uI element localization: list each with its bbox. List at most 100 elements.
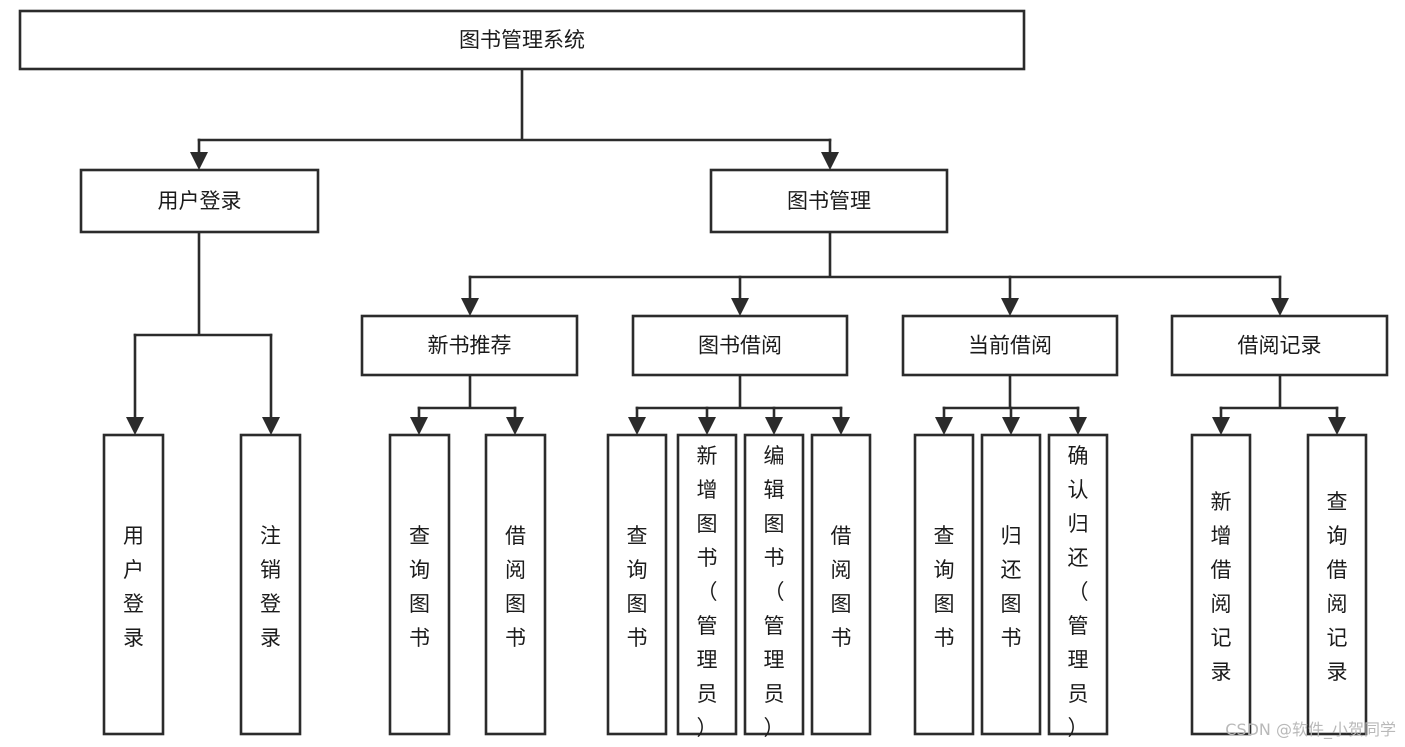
node-leaf-query-book-cur[interactable]: 查询图书 <box>913 433 975 736</box>
edge-root-bus <box>197 67 832 142</box>
edge-to-user-login <box>190 138 208 170</box>
node-box[interactable] <box>239 433 302 736</box>
node-label: 用户登录 <box>123 524 144 650</box>
node-label: 新增图书（管理员） <box>697 444 718 740</box>
node-label: 查询图书 <box>627 524 648 650</box>
node-box[interactable] <box>606 433 668 736</box>
node-label: 图书管理 <box>787 189 871 213</box>
node-label: 图书管理系统 <box>459 28 585 52</box>
node-user-login[interactable]: 用户登录 <box>79 168 320 234</box>
node-box[interactable] <box>484 433 547 736</box>
node-box[interactable] <box>18 9 1026 71</box>
node-root[interactable]: 图书管理系统 <box>18 9 1026 71</box>
arrowhead-icon <box>821 152 839 170</box>
edge-record-bus <box>1219 373 1339 410</box>
arrowhead-icon <box>1069 417 1087 435</box>
node-box[interactable] <box>743 433 805 736</box>
edge-borrow-bus <box>635 373 843 410</box>
arrowhead-icon <box>190 152 208 170</box>
node-leaf-query-book-rec[interactable]: 查询图书 <box>388 433 451 736</box>
node-box[interactable] <box>810 433 872 736</box>
node-borrow-record[interactable]: 借阅记录 <box>1170 314 1389 377</box>
node-book-borrow[interactable]: 图书借阅 <box>631 314 849 377</box>
node-box[interactable] <box>631 314 849 377</box>
node-label: 新书推荐 <box>428 334 512 358</box>
arrowhead-icon <box>698 417 716 435</box>
arrowhead-icon <box>1212 417 1230 435</box>
connector-line <box>417 373 517 410</box>
arrowhead-icon <box>628 417 646 435</box>
node-box[interactable] <box>79 168 320 234</box>
node-box[interactable] <box>102 433 165 736</box>
edge-borrow-2 <box>698 406 716 435</box>
node-leaf-borrow-book[interactable]: 借阅图书 <box>810 433 872 736</box>
node-box[interactable] <box>1190 433 1252 736</box>
connector-line <box>635 373 843 410</box>
connector-layer <box>126 67 1346 435</box>
node-leaf-user-login[interactable]: 用户登录 <box>102 433 165 736</box>
node-label: 当前借阅 <box>968 334 1052 358</box>
arrowhead-icon <box>731 298 749 316</box>
node-label: 图书借阅 <box>698 334 782 358</box>
node-label: 归还图书 <box>1001 524 1022 650</box>
node-box[interactable] <box>980 433 1042 736</box>
node-box[interactable] <box>901 314 1119 377</box>
arrowhead-icon <box>765 417 783 435</box>
node-box[interactable] <box>388 433 451 736</box>
arrowhead-icon <box>126 417 144 435</box>
connector-line <box>197 67 832 142</box>
node-leaf-query-book[interactable]: 查询图书 <box>606 433 668 736</box>
edge-rec-1 <box>410 406 428 435</box>
node-leaf-borrow-book-rec[interactable]: 借阅图书 <box>484 433 547 736</box>
node-label: 查询图书 <box>409 524 430 650</box>
node-box[interactable] <box>676 433 738 736</box>
arrowhead-icon <box>461 298 479 316</box>
node-leaf-edit-book[interactable]: 编辑图书（管理员） <box>743 433 805 740</box>
edge-to-borrow-record <box>1271 275 1289 316</box>
edge-record-1 <box>1212 406 1230 435</box>
connector-line <box>468 230 1282 279</box>
edge-to-leaf-logout <box>262 333 280 435</box>
edge-borrow-3 <box>765 406 783 435</box>
node-box[interactable] <box>913 433 975 736</box>
node-label: 查询借阅记录 <box>1327 490 1348 684</box>
node-leaf-confirm-return[interactable]: 确认归还（管理员） <box>1047 433 1109 740</box>
node-box[interactable] <box>1047 433 1109 736</box>
arrowhead-icon <box>832 417 850 435</box>
edge-rec-2 <box>506 406 524 435</box>
watermark-label: CSDN @软件_小贺同学 <box>1225 720 1396 740</box>
node-label: 用户登录 <box>158 189 242 213</box>
arrowhead-icon <box>506 417 524 435</box>
node-leaf-query-record[interactable]: 查询借阅记录 <box>1306 433 1368 736</box>
arrowhead-icon <box>410 417 428 435</box>
connector-line <box>942 373 1080 410</box>
node-label: 借阅图书 <box>505 524 526 650</box>
edge-book-mgmt-bus <box>468 230 1282 279</box>
node-new-book-recommend[interactable]: 新书推荐 <box>360 314 579 377</box>
node-label: 新增借阅记录 <box>1211 490 1232 684</box>
node-book-management[interactable]: 图书管理 <box>709 168 949 234</box>
node-label: 借阅记录 <box>1238 334 1322 358</box>
node-box[interactable] <box>1306 433 1368 736</box>
edge-borrow-4 <box>832 406 850 435</box>
node-leaf-logout[interactable]: 注销登录 <box>239 433 302 736</box>
edge-current-1 <box>935 406 953 435</box>
edge-to-current-borrow <box>1001 275 1019 316</box>
node-box[interactable] <box>1170 314 1389 377</box>
edge-to-leaf-login <box>126 333 144 435</box>
arrowhead-icon <box>935 417 953 435</box>
node-leaf-add-book[interactable]: 新增图书（管理员） <box>676 433 738 740</box>
edge-to-book-mgmt <box>821 138 839 170</box>
arrowhead-icon <box>1002 417 1020 435</box>
node-box[interactable] <box>360 314 579 377</box>
node-leaf-add-record[interactable]: 新增借阅记录 <box>1190 433 1252 736</box>
node-box[interactable] <box>709 168 949 234</box>
node-leaf-return-book[interactable]: 归还图书 <box>980 433 1042 736</box>
edge-current-2 <box>1002 406 1020 435</box>
node-label: 查询图书 <box>934 524 955 650</box>
edge-current-3 <box>1069 406 1087 435</box>
node-current-borrow[interactable]: 当前借阅 <box>901 314 1119 377</box>
edge-new-book-bus <box>417 373 517 410</box>
